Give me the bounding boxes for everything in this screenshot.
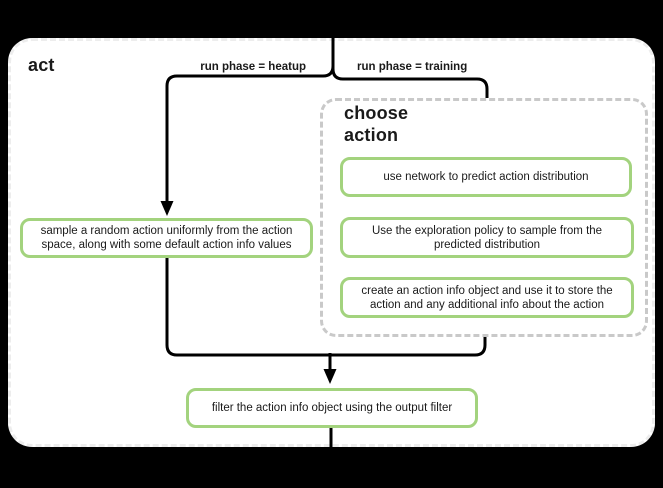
- node-exploration-policy-sample: Use the exploration policy to sample fro…: [340, 217, 634, 258]
- node-sample-random-action: sample a random action uniformly from th…: [20, 218, 313, 258]
- act-function-label: act: [28, 55, 55, 75]
- node-predict-distribution: use network to predict action distributi…: [340, 157, 632, 197]
- choose-action-group-title: choose action: [344, 103, 409, 145]
- edge-label-training: run phase = training: [357, 61, 468, 73]
- edge-label-heatup: run phase = heatup: [200, 61, 306, 73]
- node-create-action-info: create an action info object and use it …: [340, 277, 634, 318]
- node-filter-output: filter the action info object using the …: [186, 388, 478, 428]
